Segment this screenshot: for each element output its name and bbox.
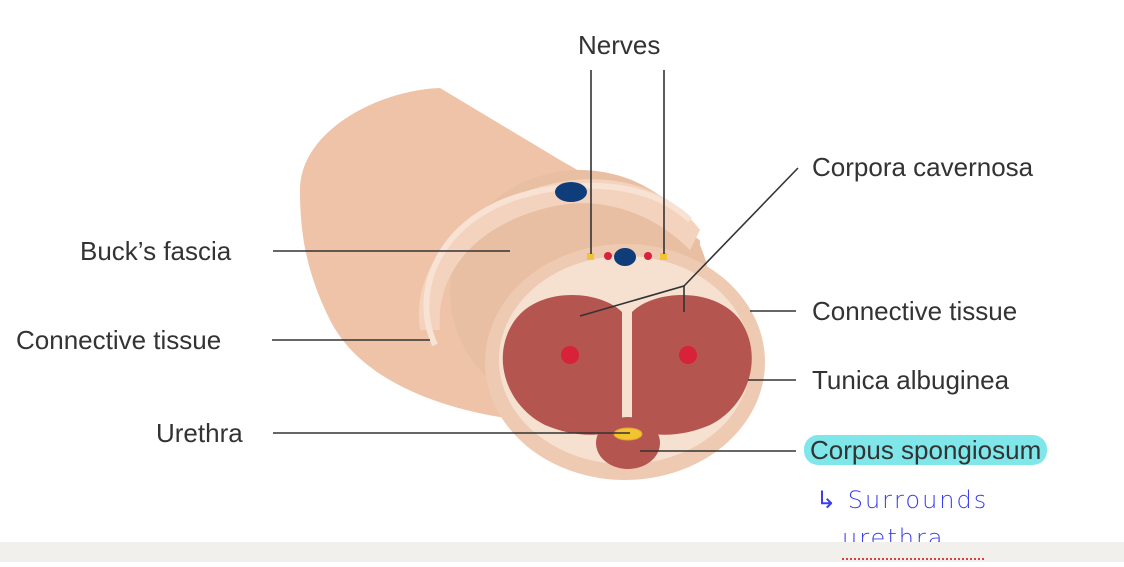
label-nerves: Nerves <box>578 30 661 60</box>
corpus-spongiosum <box>596 417 660 469</box>
corpus-cavernosum-right <box>632 294 752 435</box>
corpus-cavernosum-left <box>502 294 622 435</box>
deep-artery-left <box>561 346 579 364</box>
septum <box>622 309 632 426</box>
label-urethra: Urethra <box>156 418 243 448</box>
dorsal-artery-right <box>644 252 652 260</box>
annotation-line-1: ↳ Surrounds <box>816 486 989 514</box>
label-corpora-cavernosa: Corpora cavernosa <box>812 152 1034 182</box>
dorsal-nerve-right <box>660 253 667 260</box>
superficial-dorsal-vein <box>555 182 587 202</box>
deep-dorsal-vein <box>614 248 636 266</box>
connective-tissue-arc <box>423 182 693 347</box>
label-connective-tissue-left: Connective tissue <box>16 325 222 355</box>
label-tunica-albuginea: Tunica albuginea <box>812 365 1010 395</box>
leader-corpora-cavernosa <box>683 167 799 287</box>
bucks-fascia-layer <box>418 179 700 330</box>
deep-artery-right <box>679 346 697 364</box>
label-connective-tissue-right: Connective tissue <box>812 296 1018 326</box>
footer-band <box>0 542 1124 562</box>
leader-corpora-cavernosa-branch <box>579 284 685 317</box>
leader-lines <box>272 70 799 452</box>
label-corpus-spongiosum: Corpus spongiosum <box>804 435 1048 465</box>
spellcheck-underline <box>842 558 984 560</box>
label-bucks-fascia: Buck’s fascia <box>80 236 232 266</box>
dorsal-nerve-left <box>587 253 594 260</box>
urethra-shape <box>613 427 643 441</box>
dorsal-artery-left <box>604 252 612 260</box>
